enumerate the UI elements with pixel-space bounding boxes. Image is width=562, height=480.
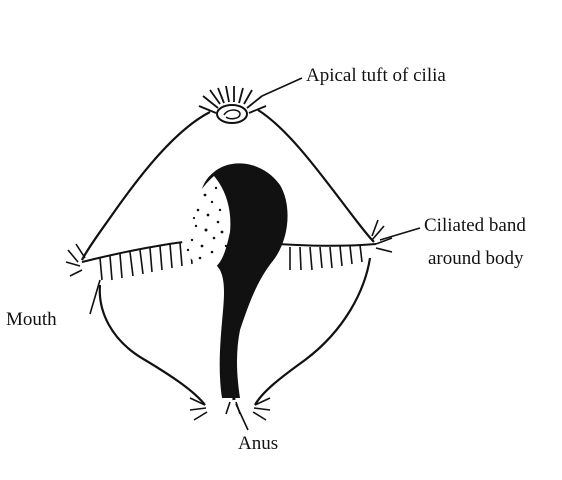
body-outline-lower-left: [98, 284, 206, 406]
gut-stipple-dots: [186, 186, 228, 260]
leader-anus: [235, 403, 249, 431]
apical-tuft-cilia: [198, 85, 267, 114]
intestine: [230, 299, 238, 401]
body-outline-upper: [81, 111, 211, 261]
apical-organ: [216, 104, 248, 124]
label-ciliated-band-line1: Ciliated band: [424, 215, 526, 236]
label-ciliated-band-line2: around body: [428, 248, 524, 269]
leader-apical-tuft: [261, 77, 303, 97]
leader-mouth: [89, 279, 101, 315]
gut-stippled-region: [181, 176, 231, 270]
ciliated-band-cilia: [65, 219, 393, 281]
leader-ciliated-band: [379, 227, 421, 241]
label-apical-tuft: Apical tuft of cilia: [306, 65, 446, 86]
body-outline-upper-right: [257, 109, 375, 243]
label-anus: Anus: [238, 433, 279, 454]
label-mouth: Mouth: [6, 309, 57, 330]
body-outline-lower-right: [254, 257, 372, 406]
apical-organ-inner: [223, 109, 241, 120]
